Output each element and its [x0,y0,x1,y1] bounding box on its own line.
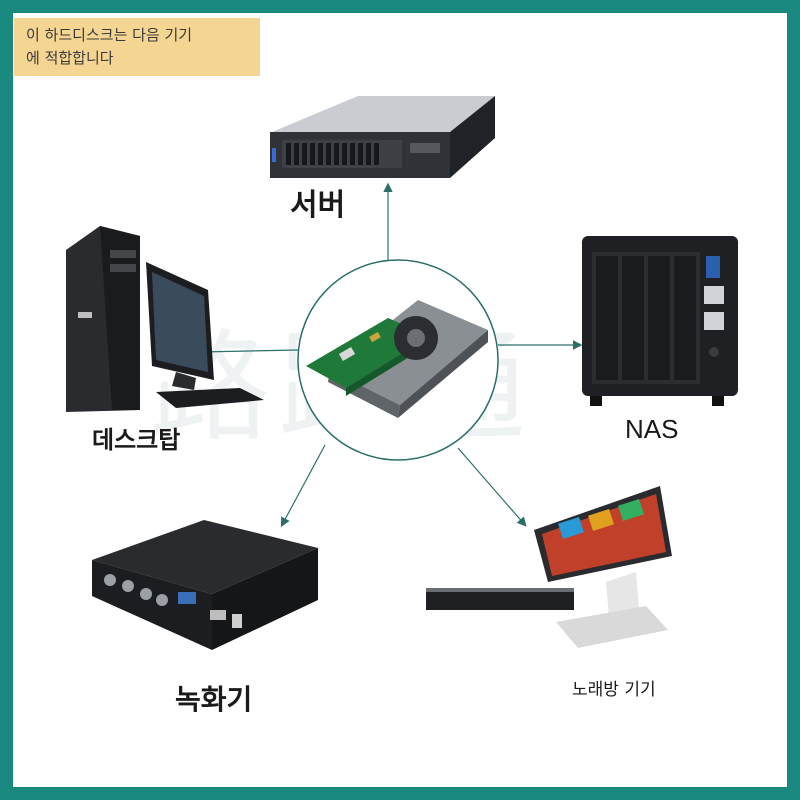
karaoke-icon [426,486,672,648]
label-karaoke: 노래방 기기 [572,680,656,700]
label-dvr: 녹화기 [175,683,253,716]
compatibility-banner: 이 하드디스크는 다음 기기 에 적합합니다 [14,18,260,76]
hard-disk-icon [306,300,488,418]
arrow-to-desktop [197,347,299,357]
banner-line-2: 에 적합합니다 [26,49,114,67]
connector-lines [197,182,583,528]
desktop-icon [66,226,264,412]
label-nas: NAS [625,414,679,444]
label-desktop: 데스크탑 [92,426,181,454]
arrow-to-dvr [280,444,326,528]
hard-disk-node [297,259,499,461]
banner-line-1: 이 하드디스크는 다음 기기 [26,26,193,44]
dvr-icon [92,520,318,650]
arrow-to-karaoke [457,447,527,527]
label-server: 서버 [290,188,346,223]
nas-icon [582,236,738,406]
server-icon [270,96,495,178]
